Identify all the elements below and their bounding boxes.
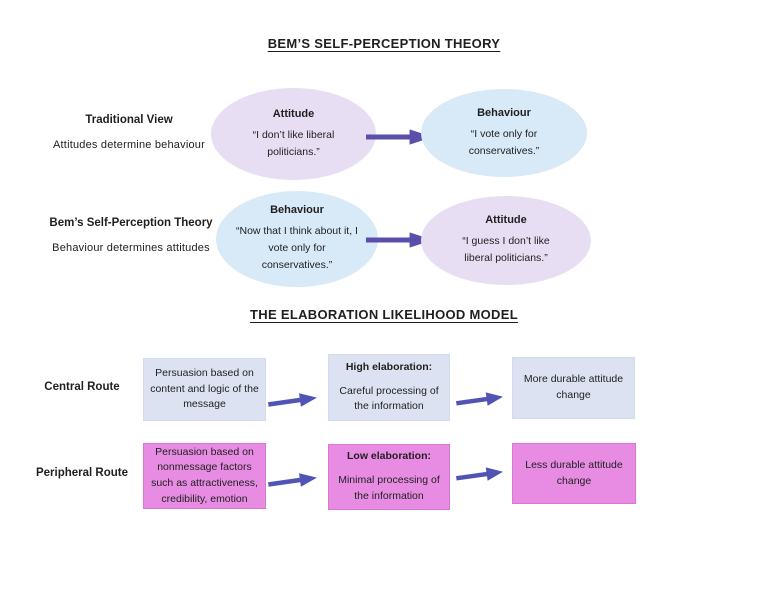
box-heading: Low elaboration: bbox=[347, 450, 431, 463]
label-subtitle: Attitudes determine behaviour bbox=[53, 138, 205, 151]
right-arrow-graphic bbox=[366, 129, 433, 145]
arrow-shape bbox=[366, 129, 433, 145]
label-title: Bem’s Self-Perception Theory bbox=[49, 217, 213, 229]
right-arrow-graphic bbox=[455, 392, 504, 406]
ellipse-quote: “I don’t like liberal politicians.” bbox=[252, 128, 335, 158]
box-text: More durable attitude change bbox=[523, 373, 624, 401]
arrow-shape bbox=[455, 467, 504, 481]
box-text: Minimal processing of the information bbox=[338, 474, 440, 502]
peripheral-elaboration-box: Low elaboration: Minimal processing of t… bbox=[328, 444, 450, 510]
peripheral-persuasion-box: Persuasion based on nonmessage factors s… bbox=[143, 443, 266, 509]
box-heading: High elaboration: bbox=[345, 360, 433, 373]
box-text: Persuasion based on nonmessage factors s… bbox=[151, 445, 258, 505]
traditional-view-label: Traditional View Attitudes determine beh… bbox=[29, 114, 229, 152]
central-route-label: Central Route bbox=[44, 381, 120, 393]
ellipse-heading: Behaviour bbox=[270, 204, 324, 217]
right-arrow-icon bbox=[455, 389, 505, 412]
right-arrow-graphic bbox=[267, 473, 317, 487]
box-text: Less durable attitude change bbox=[525, 458, 623, 487]
right-arrow-icon bbox=[455, 464, 505, 487]
label-subtitle: Behaviour determines attitudes bbox=[52, 241, 210, 254]
ellipse-heading: Behaviour bbox=[477, 106, 531, 119]
ellipse-heading: Attitude bbox=[272, 107, 315, 120]
arrow-shape bbox=[455, 392, 504, 406]
arrow-shape bbox=[366, 232, 433, 248]
attitude-ellipse: Attitude “I guess I don’t like liberal p… bbox=[421, 196, 591, 285]
right-arrow-icon bbox=[366, 231, 434, 249]
behaviour-ellipse: Behaviour “Now that I think about it, I … bbox=[216, 191, 378, 287]
attitude-ellipse: Attitude “I don’t like liberal politicia… bbox=[211, 88, 376, 180]
central-persuasion-box: Persuasion based on content and logic of… bbox=[143, 358, 266, 421]
section2-title: THE ELABORATION LIKELIHOOD MODEL bbox=[250, 307, 518, 322]
peripheral-outcome-box: Less durable attitude change bbox=[512, 443, 636, 504]
arrow-shape bbox=[267, 473, 317, 487]
ellipse-quote: “I vote only for conservatives.” bbox=[468, 127, 540, 157]
section1-title: BEM’S SELF-PERCEPTION THEORY bbox=[267, 36, 501, 51]
ellipse-heading: Attitude bbox=[485, 214, 527, 227]
right-arrow-icon bbox=[366, 128, 434, 146]
arrow-shape bbox=[267, 393, 317, 407]
peripheral-route-label: Peripheral Route bbox=[35, 467, 129, 479]
right-arrow-icon bbox=[267, 390, 319, 413]
behaviour-ellipse: Behaviour “I vote only for conservatives… bbox=[421, 89, 587, 177]
ellipse-quote: “I guess I don’t like liberal politician… bbox=[462, 235, 550, 264]
box-text: Careful processing of the information bbox=[339, 384, 439, 413]
central-outcome-box: More durable attitude change bbox=[512, 357, 635, 419]
box-text: Persuasion based on content and logic of… bbox=[150, 366, 259, 411]
right-arrow-graphic bbox=[366, 232, 433, 248]
right-arrow-graphic bbox=[455, 467, 504, 481]
right-arrow-graphic bbox=[267, 393, 317, 407]
bem-theory-label: Bem’s Self-Perception Theory Behaviour d… bbox=[31, 217, 231, 255]
central-elaboration-box: High elaboration: Careful processing of … bbox=[328, 354, 450, 421]
right-arrow-icon bbox=[267, 470, 319, 493]
label-title: Traditional View bbox=[85, 114, 173, 126]
ellipse-quote: “Now that I think about it, I vote only … bbox=[236, 225, 358, 271]
